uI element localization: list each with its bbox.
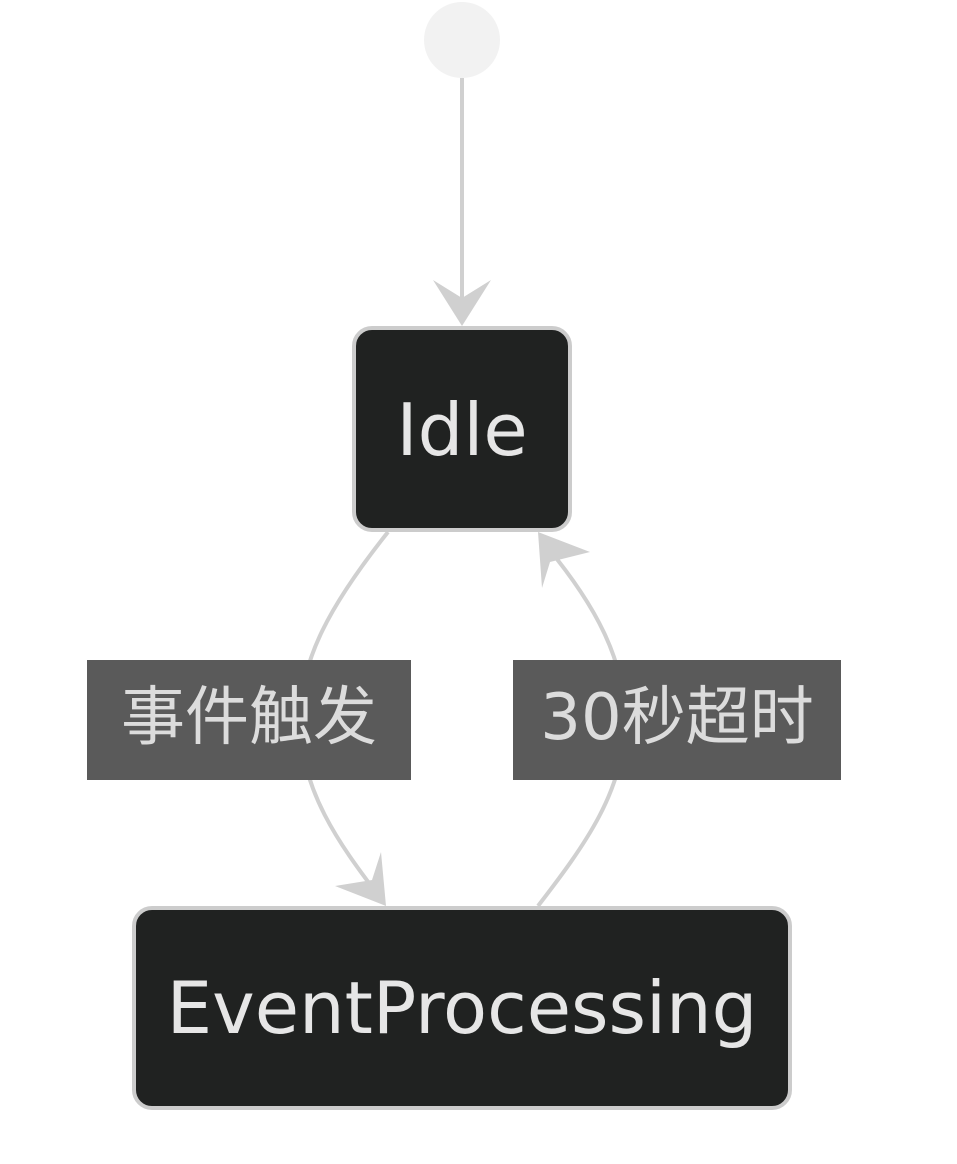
edge-label-event-to-idle: 30秒超时 xyxy=(513,660,841,780)
edge-label-event-to-idle-bg xyxy=(513,660,841,780)
arrowhead-start-to-idle xyxy=(433,280,491,326)
edge-label-idle-to-event-text: 事件触发 xyxy=(121,681,377,755)
edge-label-idle-to-event-bg xyxy=(87,660,411,780)
state-event-processing-label: EventProcessing xyxy=(167,966,758,1050)
state-event-processing[interactable]: EventProcessing xyxy=(132,906,792,1110)
state-event-processing-box xyxy=(132,906,792,1110)
arrowhead-idle-to-event xyxy=(335,852,386,906)
start-node xyxy=(424,2,500,78)
edge-label-idle-to-event: 事件触发 xyxy=(87,660,411,780)
arrowhead-event-to-idle xyxy=(538,532,590,588)
state-idle[interactable]: Idle xyxy=(352,326,572,532)
edge-label-event-to-idle-text: 30秒超时 xyxy=(540,681,813,755)
state-idle-box xyxy=(352,326,572,532)
state-idle-label: Idle xyxy=(396,388,527,472)
